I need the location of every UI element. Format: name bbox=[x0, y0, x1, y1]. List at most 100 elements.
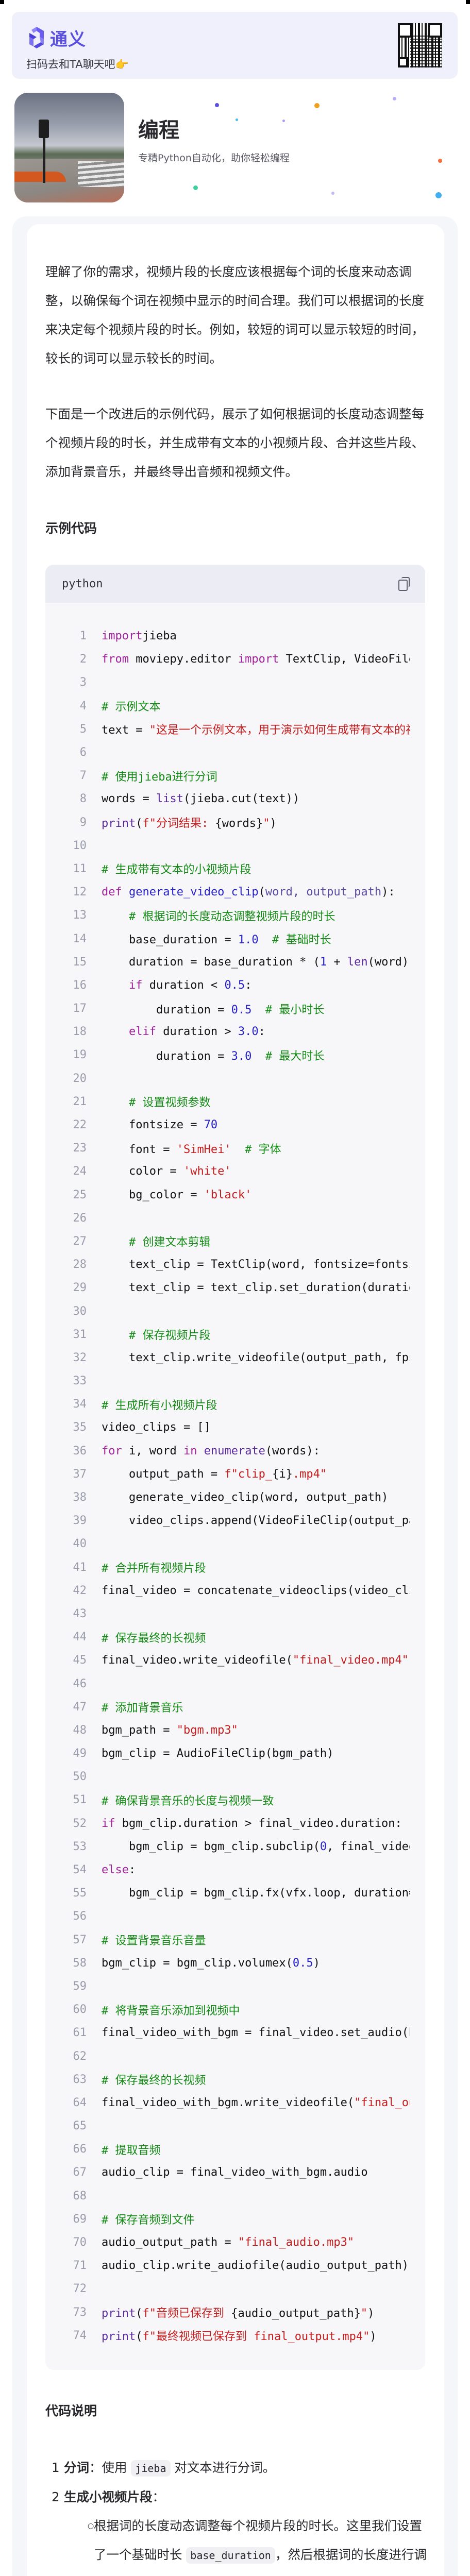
image-traffic-light bbox=[39, 120, 49, 138]
line-number: 27 bbox=[73, 1234, 87, 1248]
line-number: 22 bbox=[73, 1118, 87, 1132]
line-number: 58 bbox=[73, 1956, 87, 1970]
qr-pattern bbox=[410, 36, 442, 67]
line-number: 42 bbox=[73, 1584, 87, 1597]
line-number: 20 bbox=[73, 1072, 87, 1085]
code-line: 41# 合并所有视频片段 bbox=[45, 1556, 425, 1579]
brand-name: 通义 bbox=[50, 29, 86, 50]
line-number: 25 bbox=[73, 1188, 87, 1201]
code-line: 40 bbox=[45, 1532, 425, 1555]
line-number: 64 bbox=[73, 2096, 87, 2109]
line-number: 14 bbox=[73, 932, 87, 945]
code-text: # 生成所有小视频片段 bbox=[102, 1399, 217, 1412]
code-text: video_clips = [] bbox=[102, 1421, 211, 1434]
code-line: 57# 设置背景音乐音量 bbox=[45, 1928, 425, 1952]
code-text: final_video_with_bgm = final_video.set_a… bbox=[102, 2026, 410, 2040]
line-number: 28 bbox=[73, 1258, 87, 1272]
line-number: 26 bbox=[73, 1211, 87, 1225]
list-text: 对文本进行分词。 bbox=[170, 2460, 276, 2475]
code-text: # 创建文本剪辑 bbox=[128, 1236, 211, 1249]
list-item-title: 生成小视频片段 bbox=[64, 2489, 153, 2504]
image-crosswalk bbox=[78, 161, 124, 187]
code-text: # 根据词的长度动态调整视频片段的时长 bbox=[128, 910, 335, 923]
code-text: if bgm_clip.duration > final_video.durat… bbox=[102, 1817, 402, 1830]
agent-title: 编程 bbox=[138, 118, 179, 142]
line-number: 29 bbox=[73, 1281, 87, 1295]
brand-header-card: 通义 扫码去和TA聊天吧👉 bbox=[12, 12, 458, 79]
line-number: 33 bbox=[73, 1375, 87, 1388]
code-line: 50 bbox=[45, 1765, 425, 1788]
code-line: 34# 生成所有小视频片段 bbox=[45, 1393, 425, 1416]
scan-prompt: 扫码去和TA聊天吧👉 bbox=[26, 58, 129, 71]
code-text: # 添加背景音乐 bbox=[102, 1702, 183, 1715]
code-text: # 设置背景音乐音量 bbox=[102, 1935, 206, 1948]
list-text: ： bbox=[152, 2489, 165, 2504]
line-number: 18 bbox=[73, 1025, 87, 1039]
line-number: 5 bbox=[79, 722, 87, 736]
code-text: # 保存最终的长视频 bbox=[102, 2074, 206, 2088]
code-line: 46 bbox=[45, 1672, 425, 1695]
line-number: 19 bbox=[73, 1048, 87, 1062]
line-number: 43 bbox=[73, 1607, 87, 1620]
line-number: 32 bbox=[73, 1351, 87, 1364]
line-number: 68 bbox=[73, 2189, 87, 2202]
code-line: 62 bbox=[45, 2044, 425, 2067]
code-line: 7# 使用jieba进行分词 bbox=[45, 764, 425, 787]
intro-paragraph: 理解了你的需求，视频片段的长度应该根据每个词的长度来动态调整，以确保每个词在视频… bbox=[45, 264, 424, 366]
line-number: 61 bbox=[73, 2026, 87, 2040]
list-text: 根据词的长度动态调整每个视频片段的时长。这里我们设置了一个基础时长 bbox=[94, 2518, 422, 2562]
code-line: 13 # 根据词的长度动态调整视频片段的时长 bbox=[45, 904, 425, 927]
decor-dot bbox=[435, 192, 442, 198]
line-number: 69 bbox=[73, 2212, 87, 2226]
line-number: 41 bbox=[73, 1561, 87, 1574]
code-text: text_clip.write_videofile(output_path, f… bbox=[128, 1351, 410, 1364]
code-text: audio_output_path = "final_audio.mp3" bbox=[102, 2236, 355, 2249]
line-number: 59 bbox=[73, 1979, 87, 1993]
code-text: # 保存最终的长视频 bbox=[102, 1632, 206, 1645]
decor-dot bbox=[331, 192, 334, 195]
line-number: 31 bbox=[73, 1328, 87, 1341]
agent-avatar-image bbox=[14, 93, 124, 202]
decor-dot bbox=[314, 103, 320, 108]
line-number: 73 bbox=[73, 2306, 87, 2319]
code-text: text_clip = text_clip.set_duration(durat… bbox=[128, 1281, 410, 1295]
code-text: font = 'SimHei' # 字体 bbox=[128, 1143, 281, 1156]
list-item-title: 分词 bbox=[64, 2460, 89, 2475]
code-line: 35 video_clips = [] bbox=[45, 1416, 425, 1439]
code-text: duration = 0.5 # 最小时长 bbox=[156, 1003, 325, 1016]
code-text: color = 'white' bbox=[128, 1165, 231, 1178]
code-line: 18 elif duration > 3.0: bbox=[45, 1020, 425, 1043]
code-text: text_clip = TextClip(word, fontsize=font… bbox=[128, 1258, 410, 1272]
line-number: 4 bbox=[79, 699, 87, 713]
line-number: 2 bbox=[79, 653, 87, 666]
line-number: 10 bbox=[73, 839, 87, 852]
code-text: print(f"最终视频已保存到 final_output.mp4") bbox=[102, 2330, 377, 2344]
code-line: 55 bgm_clip = bgm_clip.fx(vfx.loop, dura… bbox=[45, 1882, 425, 1905]
line-number: 35 bbox=[73, 1421, 87, 1434]
corner-mark bbox=[466, 0, 470, 4]
code-line: 30 bbox=[45, 1299, 425, 1323]
list-text: ：使用 bbox=[89, 2460, 131, 2475]
copy-icon[interactable] bbox=[398, 577, 410, 591]
line-number: 65 bbox=[73, 2120, 87, 2133]
code-line: 20 bbox=[45, 1067, 425, 1090]
code-line: 37 output_path = f"clip_{i}.mp4" bbox=[45, 1463, 425, 1486]
line-number: 12 bbox=[73, 886, 87, 899]
line-number: 50 bbox=[73, 1770, 87, 1784]
code-line: 32 text_clip.write_videofile(output_path… bbox=[45, 1346, 425, 1369]
code-line: 53 bgm_clip = bgm_clip.subclip(0, final_… bbox=[45, 1835, 425, 1858]
qr-code[interactable] bbox=[398, 23, 442, 67]
code-text: # 设置视频参数 bbox=[128, 1096, 211, 1110]
